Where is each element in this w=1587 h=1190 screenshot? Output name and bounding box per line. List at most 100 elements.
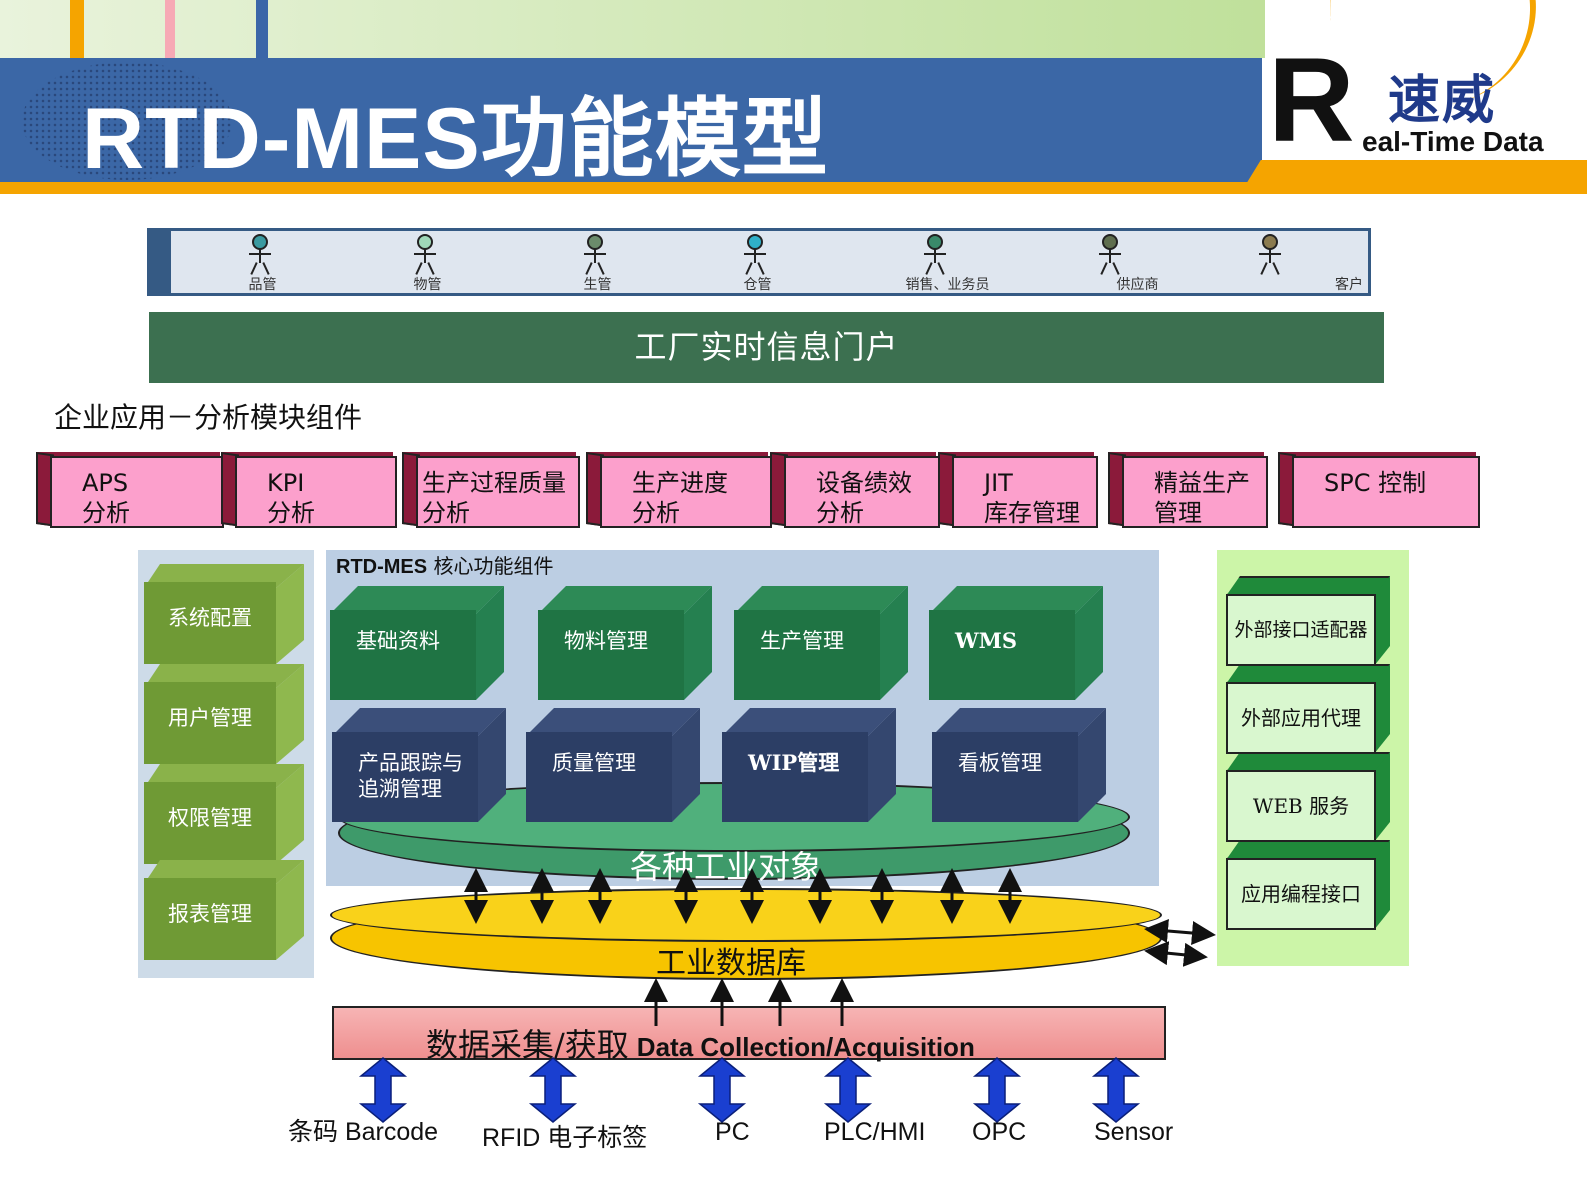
core-module-label: 质量管理 bbox=[526, 732, 672, 822]
enterprise-module-label: KPI 分析 bbox=[235, 456, 397, 528]
core-module: 产品跟踪与 追溯管理 bbox=[332, 708, 506, 822]
role-3: 仓管 bbox=[700, 234, 810, 294]
core-module: 生产管理 bbox=[734, 586, 908, 700]
database-label: 工业数据库 bbox=[656, 946, 806, 981]
enterprise-module: APS 分析 bbox=[36, 452, 224, 528]
data-source-label: 条码 Barcode bbox=[288, 1118, 439, 1146]
bidirectional-arrow-icon bbox=[823, 1057, 873, 1123]
core-module-label: 基础资料 bbox=[330, 610, 476, 700]
enterprise-section-label: 企业应用－分析模块组件 bbox=[54, 401, 363, 434]
system-module: 报表管理 bbox=[144, 860, 304, 960]
enterprise-module: KPI 分析 bbox=[221, 452, 397, 528]
interface-module: WEB 服务 bbox=[1226, 752, 1390, 842]
header-stripe-pink bbox=[165, 0, 175, 58]
header-divider-right bbox=[1240, 160, 1587, 194]
bidirectional-arrow-icon bbox=[697, 1057, 747, 1123]
enterprise-module: 生产过程质量 分析 bbox=[402, 452, 580, 528]
interface-module-label: 外部应用代理 bbox=[1226, 682, 1376, 754]
bidirectional-arrow-icon bbox=[358, 1057, 408, 1123]
role-label: 品管 bbox=[248, 277, 277, 293]
person-icon bbox=[924, 234, 946, 275]
person-icon bbox=[249, 234, 271, 275]
core-module-label: 生产管理 bbox=[734, 610, 880, 700]
enterprise-module: 精益生产 管理 bbox=[1108, 452, 1268, 528]
system-module-label: 系统配置 bbox=[144, 582, 276, 664]
header-divider bbox=[0, 182, 1587, 194]
interface-module-label: WEB 服务 bbox=[1226, 770, 1376, 842]
system-module-label: 用户管理 bbox=[144, 682, 276, 764]
person-icon bbox=[744, 234, 766, 275]
data-source-label: PC bbox=[715, 1118, 750, 1146]
enterprise-module-label: 精益生产 管理 bbox=[1122, 456, 1268, 528]
data-source-label: PLC/HMI bbox=[824, 1118, 926, 1146]
core-module: 基础资料 bbox=[330, 586, 504, 700]
core-module: 物料管理 bbox=[538, 586, 712, 700]
core-module-label: WMS bbox=[929, 610, 1075, 700]
enterprise-module-label: JIT 库存管理 bbox=[952, 456, 1098, 528]
core-module: WMS bbox=[929, 586, 1103, 700]
company-logo bbox=[1265, 0, 1587, 160]
data-source-label: OPC bbox=[972, 1118, 1027, 1146]
title-dot-pattern bbox=[22, 62, 232, 180]
role-0: 品管 bbox=[205, 234, 315, 294]
core-module: 质量管理 bbox=[526, 708, 700, 822]
person-icon bbox=[1099, 234, 1121, 275]
person-icon bbox=[1259, 234, 1281, 275]
db-interface-arrow bbox=[1144, 941, 1208, 967]
logo-english-name: eal-Time Data bbox=[1362, 126, 1544, 157]
core-module: 看板管理 bbox=[932, 708, 1106, 822]
core-module-label: 物料管理 bbox=[538, 610, 684, 700]
db-interface-arrow bbox=[1144, 919, 1216, 945]
core-module-label: 看板管理 bbox=[932, 732, 1078, 822]
role-label: 生管 bbox=[583, 277, 612, 293]
enterprise-module-label: 生产进度 分析 bbox=[600, 456, 772, 528]
enterprise-module-label: SPC 控制 bbox=[1292, 456, 1480, 528]
data-collection-bar bbox=[332, 1006, 1166, 1060]
user-roles-bar-edge bbox=[147, 228, 171, 296]
interface-module: 外部应用代理 bbox=[1226, 664, 1390, 754]
interface-module: 外部接口适配器 bbox=[1226, 576, 1390, 666]
data-source-label: RFID 电子标签 bbox=[482, 1124, 648, 1152]
system-module: 权限管理 bbox=[144, 764, 304, 864]
enterprise-module: JIT 库存管理 bbox=[938, 452, 1098, 528]
data-source-label: Sensor bbox=[1094, 1118, 1174, 1146]
role-4: 销售、业务员 bbox=[880, 234, 990, 294]
factory-portal: 工厂实时信息门户 bbox=[149, 312, 1384, 383]
system-module: 系统配置 bbox=[144, 564, 304, 664]
role-label: 仓管 bbox=[743, 277, 772, 293]
bidirectional-arrow-icon bbox=[1091, 1057, 1141, 1123]
role-5: 供应商 bbox=[1055, 234, 1165, 294]
enterprise-module: 生产进度 分析 bbox=[586, 452, 772, 528]
enterprise-module: SPC 控制 bbox=[1278, 452, 1480, 528]
enterprise-module-label: 生产过程质量 分析 bbox=[416, 456, 580, 528]
core-panel-title: RTD-MES 核心功能组件 bbox=[336, 554, 554, 578]
system-module-label: 权限管理 bbox=[144, 782, 276, 864]
role-2: 生管 bbox=[540, 234, 650, 294]
logo-letter: R bbox=[1268, 33, 1355, 167]
core-module-label: WIP管理 bbox=[722, 732, 868, 822]
role-label: 销售、业务员 bbox=[905, 277, 990, 293]
page-title: RTD-MES功能模型 bbox=[82, 91, 829, 187]
header-stripe-orange bbox=[70, 0, 84, 58]
system-module-label: 报表管理 bbox=[144, 878, 276, 960]
header-stripe-blue bbox=[256, 0, 268, 58]
objects-label: 各种工业对象 bbox=[630, 848, 823, 886]
logo-chinese-name: 速威 bbox=[1388, 71, 1497, 131]
interface-module-label: 应用编程接口 bbox=[1226, 858, 1376, 930]
person-icon bbox=[414, 234, 436, 275]
role-label: 物管 bbox=[413, 277, 442, 293]
bidirectional-arrow-icon bbox=[972, 1057, 1022, 1123]
person-icon bbox=[584, 234, 606, 275]
interface-module-label: 外部接口适配器 bbox=[1226, 594, 1376, 666]
header-top-band bbox=[0, 0, 1280, 58]
role-1: 物管 bbox=[370, 234, 480, 294]
core-module: WIP管理 bbox=[722, 708, 896, 822]
enterprise-module-label: APS 分析 bbox=[50, 456, 224, 528]
interface-module: 应用编程接口 bbox=[1226, 840, 1390, 930]
role-label: 供应商 bbox=[1116, 277, 1159, 293]
core-module-label: 产品跟踪与 追溯管理 bbox=[332, 732, 478, 822]
bidirectional-arrow-icon bbox=[528, 1057, 578, 1123]
system-module: 用户管理 bbox=[144, 664, 304, 764]
